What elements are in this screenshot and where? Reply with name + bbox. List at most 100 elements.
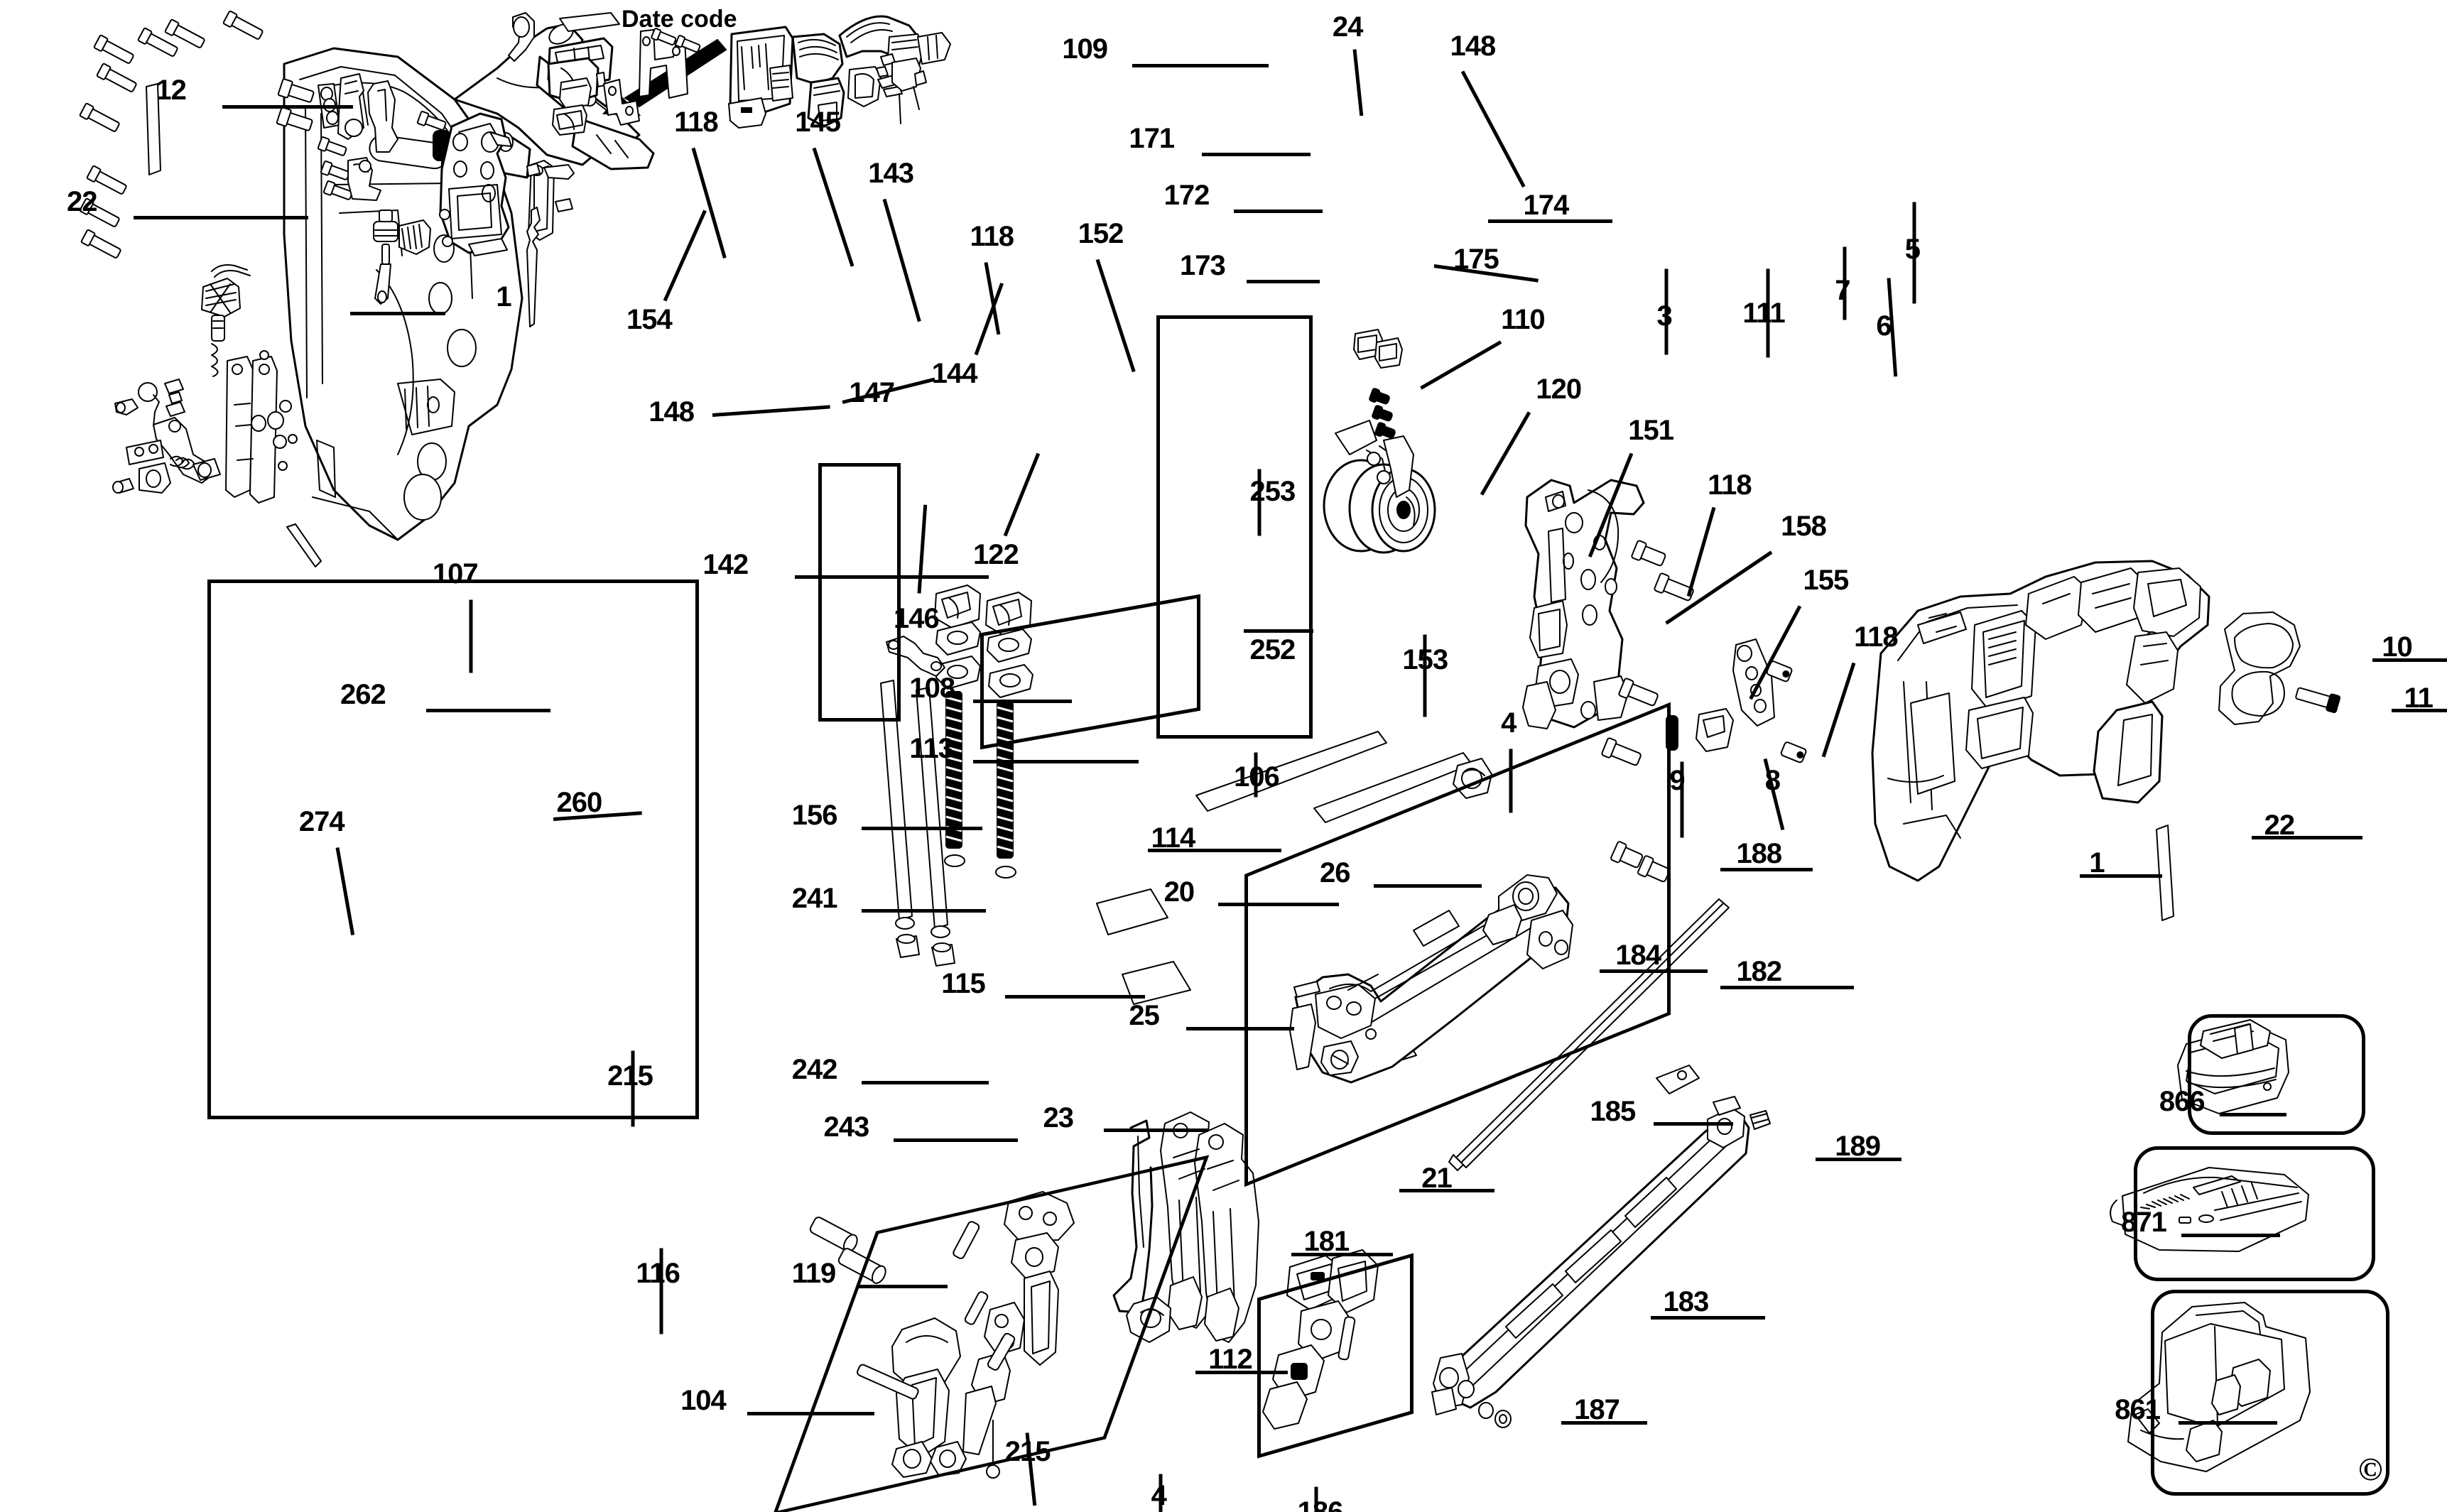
- part-183-magazine: [1432, 1065, 1770, 1427]
- leader-line-253: [1257, 469, 1262, 536]
- leader-line-183: [1650, 1316, 1765, 1320]
- part-242: [896, 918, 914, 929]
- leader-line-184: [1599, 969, 1708, 974]
- callout-241: 241: [791, 882, 838, 914]
- callout-172: 172: [1163, 180, 1210, 212]
- callout-110: 110: [1501, 303, 1546, 335]
- leader-line-9: [1680, 761, 1684, 838]
- group-box-871: [2134, 1146, 2375, 1281]
- callout-112: 112: [1208, 1343, 1253, 1375]
- callout-23: 23: [1043, 1102, 1073, 1133]
- callout-1: 1: [496, 281, 511, 313]
- callout-107: 107: [432, 558, 479, 589]
- callout-4: 4: [1501, 707, 1517, 739]
- callout-104: 104: [680, 1384, 727, 1416]
- leader-line-114: [1148, 849, 1282, 853]
- leader-line-119: [858, 1284, 948, 1288]
- callout-243: 243: [823, 1111, 870, 1143]
- part-8: [1696, 709, 1733, 751]
- label-strip-22b: [2156, 825, 2174, 920]
- leader-line-23: [1103, 1128, 1209, 1133]
- leader-line-861: [2178, 1421, 2277, 1425]
- leader-line-22: [134, 216, 309, 220]
- part-107-contents: [113, 265, 297, 503]
- leader-line-26: [1374, 883, 1482, 888]
- callout-151: 151: [1628, 415, 1674, 447]
- screws-12: [80, 11, 264, 260]
- callout-253: 253: [1249, 475, 1296, 507]
- callout-187: 187: [1574, 1394, 1620, 1426]
- part-116: [287, 524, 321, 567]
- leader-line-171: [1202, 152, 1311, 156]
- leader-line-12: [222, 104, 353, 109]
- leader-line-115: [1004, 995, 1145, 999]
- leader-line-172: [1234, 210, 1323, 214]
- group-box-866: [2188, 1014, 2365, 1135]
- callout-274: 274: [298, 806, 345, 838]
- part-866-battery: [2178, 1020, 2289, 1114]
- callout-181: 181: [1303, 1226, 1350, 1258]
- part-173: [553, 105, 587, 135]
- parts-156-241-242-243: [881, 636, 955, 966]
- parts-110-120: [1354, 330, 1402, 440]
- part-9: [1666, 716, 1678, 750]
- callout-122: 122: [972, 539, 1019, 571]
- callout-866: 866: [2159, 1086, 2205, 1118]
- callout-119: 119: [791, 1257, 837, 1289]
- leader-line-241: [862, 909, 986, 913]
- leader-line-186: [1314, 1486, 1318, 1512]
- parts-108-113-114-115: [935, 585, 1033, 878]
- leader-line-11: [2391, 709, 2447, 713]
- leader-line-109: [1132, 63, 1269, 67]
- callout-188: 188: [1736, 837, 1782, 869]
- leader-line-3: [1664, 268, 1669, 355]
- callout-242: 242: [791, 1054, 838, 1086]
- part-182-rail: [1449, 899, 1729, 1170]
- leader-line-243: [894, 1138, 1018, 1142]
- parts-118-154-145-143-147: [276, 74, 450, 202]
- leader-line-113: [972, 760, 1139, 763]
- callout-25: 25: [1129, 1000, 1159, 1032]
- part-151-frame: [1523, 480, 1644, 729]
- part-153-motor: [1324, 420, 1435, 553]
- leader-line-262: [425, 709, 550, 713]
- callout-262: 262: [340, 679, 386, 711]
- leader-line-4: [1509, 749, 1513, 813]
- parts-109-171-172-173: [509, 13, 701, 135]
- callout-148c: 148: [1450, 30, 1497, 62]
- callout-22: 22: [67, 186, 97, 218]
- part-187-screws: [1479, 1403, 1511, 1427]
- callout-252: 252: [1249, 634, 1296, 666]
- callout-113: 113: [909, 733, 954, 765]
- parts-142-146-122: [374, 210, 450, 304]
- callout-183: 183: [1663, 1286, 1709, 1318]
- callout-118: 118: [674, 107, 719, 138]
- leader-line-21: [1399, 1189, 1495, 1193]
- callout-20: 20: [1163, 876, 1195, 908]
- part-871-charger: [2110, 1168, 2308, 1251]
- part-7: [848, 67, 881, 107]
- leader-line-215: [631, 1050, 635, 1128]
- leader-line-1b: [2079, 874, 2163, 879]
- part-186-contents: [1263, 1250, 1378, 1429]
- callout-171: 171: [1129, 122, 1175, 154]
- leader-line-252: [1243, 629, 1313, 633]
- leader-line-174: [1488, 219, 1612, 223]
- part-172: [560, 78, 591, 108]
- callout-184: 184: [1615, 940, 1661, 972]
- leader-line-104: [747, 1411, 875, 1415]
- callout-111: 111: [1742, 297, 1785, 329]
- callout-118b: 118: [970, 221, 1014, 253]
- callout-118d: 118: [1854, 621, 1899, 653]
- part-104-contents: [808, 1192, 1074, 1478]
- date-code-note: Date code: [622, 6, 737, 33]
- callout-182: 182: [1736, 955, 1782, 987]
- callout-155: 155: [1803, 564, 1849, 596]
- callout-145: 145: [795, 107, 841, 138]
- callout-109: 109: [1062, 33, 1108, 65]
- callout-114: 114: [1151, 822, 1196, 854]
- label-20: [1196, 731, 1387, 811]
- leader-line-108: [972, 699, 1072, 703]
- leader-line-173: [1246, 279, 1320, 283]
